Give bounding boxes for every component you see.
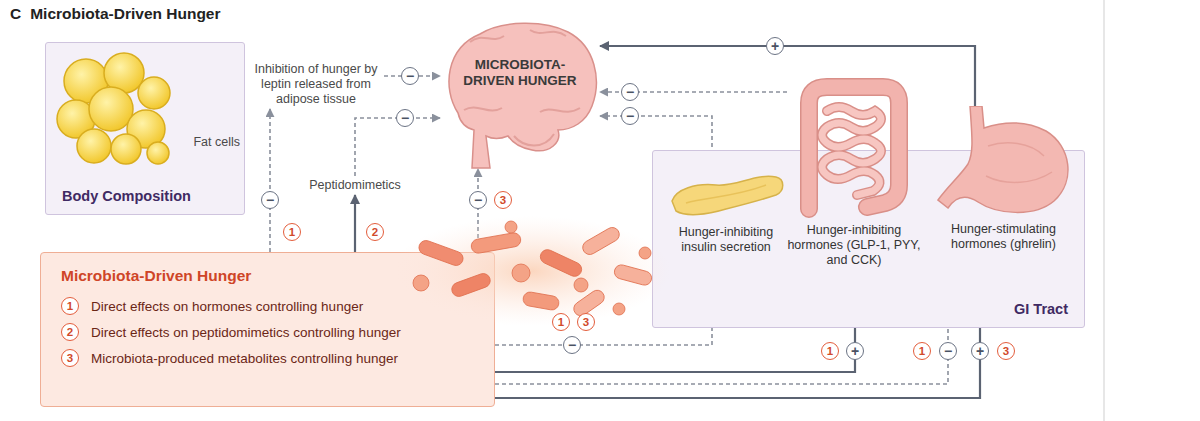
figure-part	[450, 272, 492, 299]
inhibit-connector	[600, 91, 787, 93]
microbiota-box: Microbiota-Driven Hunger1Direct effects …	[40, 252, 495, 407]
effect-sign: +	[846, 342, 864, 360]
organ-label: Hunger-inhibiting hormones (GLP-1, PYY, …	[787, 223, 921, 268]
figure-part	[822, 107, 881, 195]
body-composition-panel: Body Composition Fat cells	[45, 42, 245, 215]
figure-part	[417, 239, 465, 268]
figure-title: Microbiota-Driven Hunger	[30, 5, 220, 22]
figure-part	[809, 87, 899, 209]
figure-part	[391, 216, 671, 326]
list-item: Microbiota-produced metabolites controll…	[91, 351, 398, 366]
callout-number: 1	[61, 297, 79, 315]
figure-part	[505, 221, 517, 233]
brain-label: MICROBIOTA-DRIVEN HUNGER	[461, 57, 579, 89]
panel-letter: C	[10, 5, 21, 22]
callout-number: 3	[61, 349, 79, 367]
figure-part	[538, 247, 584, 278]
effect-label: Inhibition of hunger by leptin released …	[250, 62, 382, 107]
effect-sign: −	[621, 107, 639, 125]
figure-part	[639, 247, 651, 259]
figure-part	[580, 225, 622, 257]
effect-sign: −	[469, 191, 487, 209]
figure-part	[77, 129, 111, 163]
figure-part	[571, 288, 607, 319]
callout-number: 1	[552, 313, 570, 331]
figure-part	[512, 264, 530, 282]
callout-number: 2	[61, 323, 79, 341]
fat-cells-label: Fat cells	[193, 135, 240, 149]
figure-part	[809, 87, 899, 209]
stimulate-connector	[600, 46, 975, 106]
effect-sign: −	[401, 67, 419, 85]
leptin-effect: Inhibition of hunger by leptin released …	[250, 62, 382, 107]
effect-sign: +	[766, 37, 784, 55]
callout-number: 3	[494, 191, 512, 209]
panel-heading: Body Composition	[62, 188, 191, 204]
figure-part	[613, 303, 625, 315]
list-item: Direct effects on hormones controlling h…	[91, 299, 363, 314]
intestine-node: Hunger-inhibiting hormones (GLP-1, PYY, …	[787, 73, 921, 268]
figure-part	[822, 107, 881, 195]
organ-label: Hunger-stimulating hormones (ghrelin)	[926, 222, 1081, 252]
inhibit-connector	[384, 75, 440, 77]
stomach-node: Hunger-stimulating hormones (ghrelin)	[926, 106, 1081, 252]
effect-sign: +	[971, 342, 989, 360]
figure-part	[111, 134, 141, 164]
brain-illustration	[440, 18, 600, 168]
inhibit-connector	[355, 118, 440, 176]
fat-cells: Fat cells	[56, 51, 244, 169]
figure-part	[672, 176, 783, 214]
figure-part	[613, 263, 653, 286]
callout-number: 3	[997, 342, 1015, 360]
effect-sign: −	[621, 83, 639, 101]
peptidomimetics-node: Peptidomimetics	[303, 178, 407, 193]
brain-hub: MICROBIOTA-DRIVEN HUNGER	[440, 18, 600, 168]
stimulate-connector	[354, 195, 356, 252]
list-row: 1 Direct effects on hormones controlling …	[61, 297, 474, 315]
gi-tract-panel: GI Tract Hunger-inhibiting insulin secret…	[652, 150, 1085, 328]
intestine-illustration	[787, 73, 921, 219]
callout-number: 2	[366, 223, 384, 241]
list-item: Direct effects on peptidomimetics contro…	[91, 325, 401, 340]
callout-number: 1	[821, 342, 839, 360]
frame-line	[1104, 0, 1105, 421]
figure-part	[522, 291, 560, 311]
fat-illustration	[56, 51, 171, 166]
figure-part	[574, 278, 588, 292]
pancreas-node: Hunger-inhibiting insulin secretion	[666, 161, 786, 255]
organ-label: Hunger-inhibiting insulin secretion	[666, 225, 786, 255]
list-row: 2 Direct effects on peptidomimetics contr…	[61, 323, 474, 341]
figure-part	[470, 232, 522, 254]
box-heading: Microbiota-Driven Hunger	[61, 267, 474, 285]
figure-part	[147, 142, 169, 164]
title-row: C Microbiota-Driven Hunger	[10, 5, 221, 23]
effect-sign: −	[939, 342, 957, 360]
callout-number: 1	[913, 342, 931, 360]
figure-part	[89, 87, 133, 131]
callout-number: 3	[577, 313, 595, 331]
figure-part	[413, 275, 429, 291]
effect-label: Peptidomimetics	[303, 178, 407, 193]
effect-sign: −	[396, 109, 414, 127]
callout-number: 1	[283, 223, 301, 241]
panel-heading: GI Tract	[1014, 301, 1068, 317]
effect-sign: −	[261, 191, 279, 209]
list-row: 3 Microbiota-produced metabolites control…	[61, 349, 474, 367]
figure-part	[938, 106, 1068, 212]
figure-part	[686, 185, 766, 203]
stomach-illustration	[926, 106, 1081, 218]
inhibit-connector	[269, 109, 271, 252]
figure-part	[986, 143, 1052, 183]
figure-part	[138, 77, 170, 109]
pancreas-illustration	[666, 161, 786, 221]
effect-sign: −	[563, 336, 581, 354]
figure-part	[449, 23, 596, 168]
